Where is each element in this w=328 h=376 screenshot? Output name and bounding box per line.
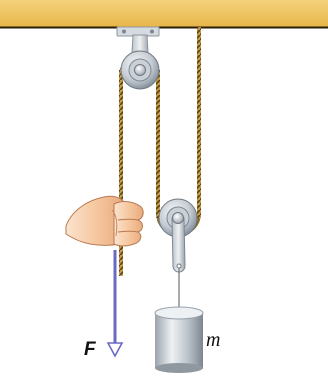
fixed-pulley-icon (120, 50, 160, 90)
force-label: F (84, 339, 96, 360)
ceiling-beam (0, 0, 328, 27)
rope-middle-strand (156, 70, 160, 218)
mass-label: m (206, 329, 221, 351)
force-arrow-icon (106, 250, 124, 358)
movable-pulley-bracket (171, 217, 186, 273)
movable-pulley-icon (158, 198, 198, 273)
rope-anchor-strand (197, 27, 201, 218)
weight-cylinder-icon (154, 306, 204, 373)
rope-pull-strand (119, 70, 123, 276)
hand-grip-icon (65, 195, 144, 247)
